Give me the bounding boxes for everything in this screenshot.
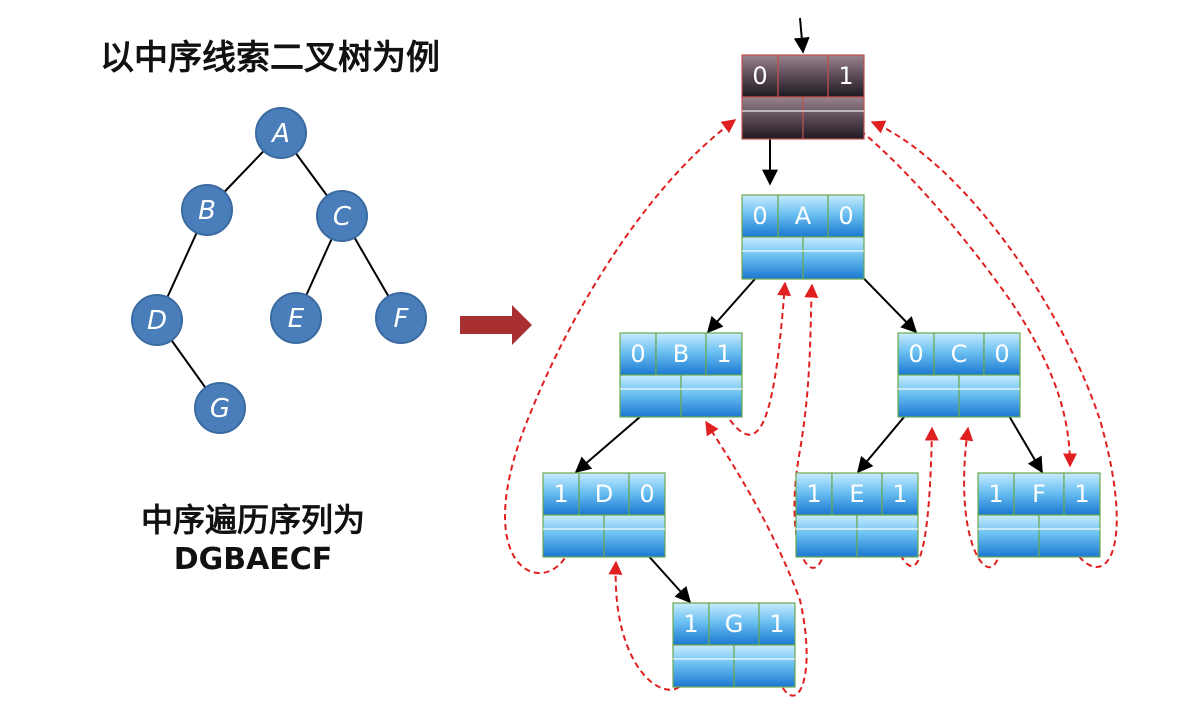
ltag-cell: 0: [908, 340, 923, 368]
inorder-caption: 中序遍历序列为 DGBAECF: [118, 500, 388, 580]
data-cell: F: [1032, 480, 1046, 508]
ltag-cell: 0: [752, 202, 767, 230]
thread-link-7: [870, 120, 1118, 568]
rtag-cell: 1: [838, 62, 853, 90]
tree-node-G: G: [194, 382, 246, 434]
rtag-cell: 1: [1074, 480, 1089, 508]
data-cell: B: [673, 340, 689, 368]
rtag-cell: 0: [994, 340, 1009, 368]
ltag-cell: 0: [630, 340, 645, 368]
ltag-cell: 1: [988, 480, 1003, 508]
rtag-cell: 1: [769, 610, 784, 638]
thread-link-1: [608, 560, 691, 691]
tree-node-label: G: [210, 394, 230, 424]
ltag-cell: 1: [553, 480, 568, 508]
thread-link-3: [729, 281, 792, 436]
tree-node-A: A: [255, 107, 307, 159]
thread-link-0: [504, 119, 737, 574]
ltag-cell: 1: [806, 480, 821, 508]
inorder-sequence: DGBAECF: [173, 542, 333, 577]
thread-link-8: [844, 117, 1077, 468]
rtag-cell: 0: [639, 480, 654, 508]
thread-link-6: [959, 426, 1001, 569]
data-cell: C: [951, 340, 968, 368]
caption-line-1: 中序遍历序列为: [140, 501, 365, 539]
tree-node-label: F: [394, 304, 410, 334]
tree-node-C: C: [316, 190, 368, 242]
ltag-cell: 0: [752, 62, 767, 90]
rtag-cell: 1: [892, 480, 907, 508]
rtag-cell: 1: [716, 340, 731, 368]
data-cell: A: [795, 202, 812, 230]
binary-tree: A B C D E F G: [131, 107, 427, 434]
data-cell: D: [595, 480, 613, 508]
tree-node-label: E: [288, 304, 305, 334]
tree-node-E: E: [270, 292, 322, 344]
tree-node-B: B: [181, 184, 233, 236]
tree-node-label: D: [147, 306, 167, 336]
data-cell: G: [725, 610, 744, 638]
tree-node-label: A: [270, 119, 290, 149]
thread-link-4: [793, 283, 827, 569]
page-title: 以中序线索二叉树为例: [100, 38, 440, 78]
tree-node-label: C: [333, 202, 352, 232]
thread-link-2: [705, 420, 808, 697]
tree-node-label: B: [198, 196, 216, 226]
right-arrow-icon: [460, 305, 532, 345]
data-cell: E: [849, 480, 864, 508]
child-pointer-arrow: [793, 17, 810, 54]
tree-node-F: F: [375, 292, 427, 344]
rtag-cell: 0: [838, 202, 853, 230]
tree-node-D: D: [131, 294, 183, 346]
ltag-cell: 1: [683, 610, 698, 638]
